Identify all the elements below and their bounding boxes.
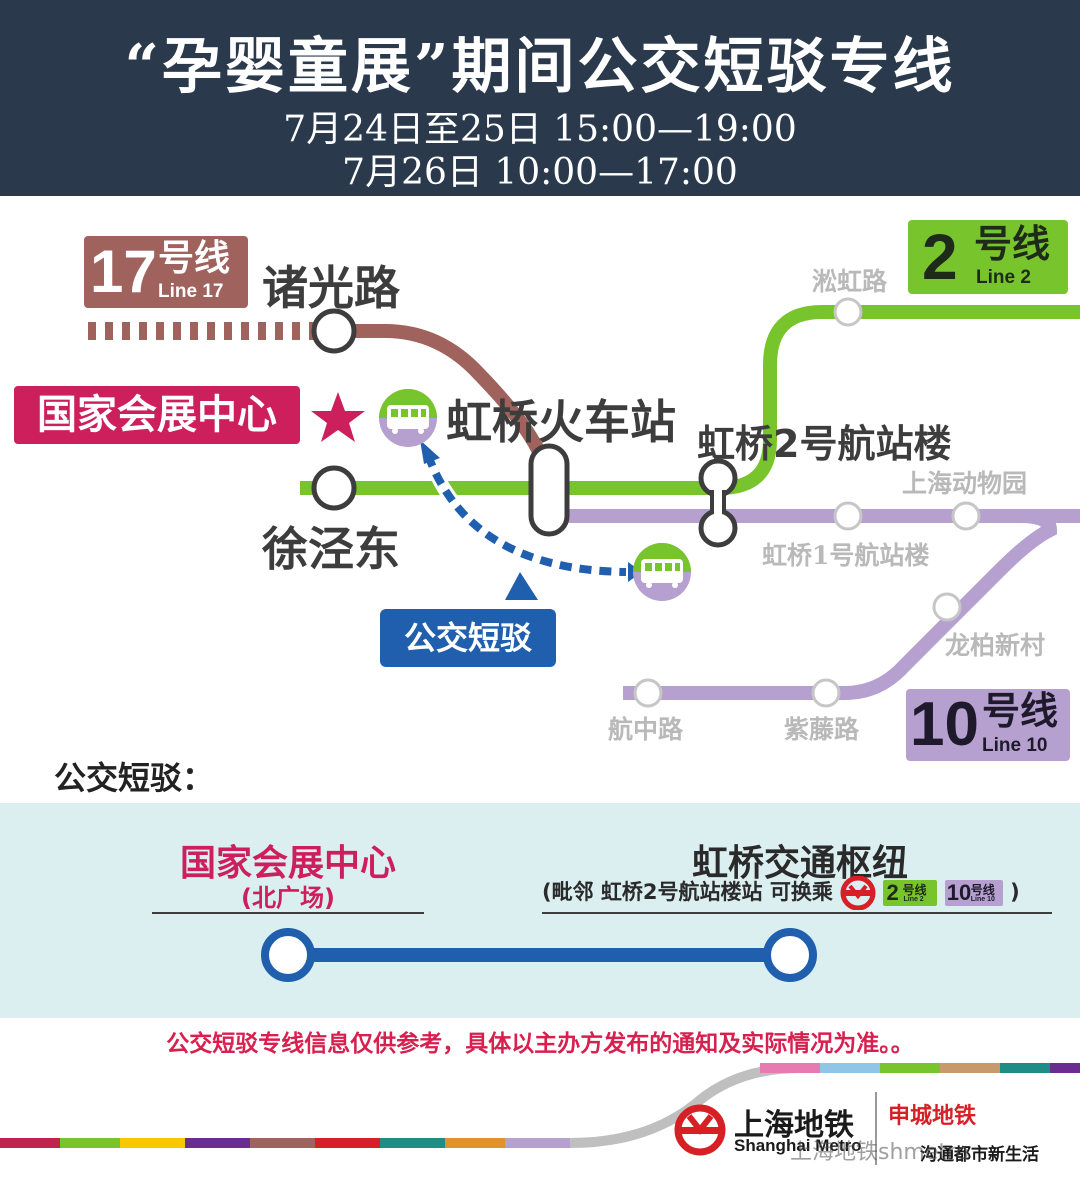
logo-cn: 上海地铁 [734,1108,854,1143]
station-label-hongqiao-railway: 虹桥火车站 [446,395,676,449]
station-marker-songhonglu [833,297,863,327]
station-label-ziteng-lu: 紫藤路 [784,715,860,744]
line10-english: Line 10 [982,735,1048,756]
origin-sub: (北广场) [241,884,335,912]
line10-label: 号线 [982,689,1059,733]
metro-logo-small-icon [840,875,876,911]
station-marker-hangzhonglu [633,678,663,708]
station-marker-ziteng-lu [811,678,841,708]
metro-map [88,297,1080,708]
line2-label: 号线 [974,222,1051,266]
dest-note-close: ) [1010,880,1020,904]
dest-name: 虹桥交通枢纽 [691,843,908,884]
bus-icon-1 [379,389,437,447]
line2-number: 2 [922,221,958,293]
shuttle-route-panel [0,803,1080,1018]
dest-line10-badge: 10 号线 Line 10 [944,880,1003,906]
watermark: 上海地铁shmetro [790,1140,970,1165]
line10-number: 10 [910,690,979,759]
shuttle-callout: 公交短驳 [380,609,556,667]
line17-label: 号线 [158,238,231,279]
dest-line2-badge: 2 号线 Line 2 [883,880,938,906]
station-label-longbaixincun: 龙柏新村 [945,631,1046,660]
dest-underline [542,912,1052,914]
station-label-hongqiao-t2: 虹桥2号航站楼 [697,422,952,466]
line17-badge: 17 号线 Line 17 [84,236,248,308]
date-line-2: 7月26日 10:00—17:00 [342,152,738,193]
shuttle-arrow-path [424,453,627,576]
station-marker-hongqiao-railway [528,443,570,537]
shuttle-route-line [261,928,817,982]
route-stop-origin [261,928,315,982]
station-marker-zhuguanglu [311,308,357,354]
shuttle-callout-pointer [505,572,538,600]
station-marker-shanghai-zoo [951,501,981,531]
header-banner [0,0,1080,196]
shuttle-heading: 公交短驳： [54,759,215,797]
dest-note-text: (毗邻 虹桥2号航站楼站 可换乘 [542,880,833,904]
shuttle-arrowhead-start [420,440,440,464]
slogan-top: 申城地铁 [888,1103,977,1129]
station-label-shanghai-zoo: 上海动物园 [902,469,1028,498]
line2-english: Line 2 [976,267,1031,288]
station-marker-longbaixincun [932,592,962,622]
bus-icon-2 [633,543,691,601]
station-label-songhonglu: 淞虹路 [812,267,888,296]
origin-name: 国家会展中心 [179,843,396,884]
route-stop-dest [763,928,817,982]
date-line-1: 7月24日至25日 15:00—19:00 [283,109,797,150]
footer-stripes [0,1063,1080,1165]
station-label-hongqiao-t1: 虹桥1号航站楼 [762,541,930,570]
page-title: “孕婴童展”期间公交短驳专线 [124,32,956,102]
station-label-hangzhonglu: 航中路 [608,715,684,744]
station-marker-t2-line10 [698,508,738,548]
station-marker-xujingdong [311,465,357,511]
logo-en: Shanghai Metro [734,1136,862,1155]
station-label-zhuguanglu: 诸光路 [262,261,400,315]
nec-star-icon [311,392,365,442]
dest-note: (毗邻 虹桥2号航站楼站 可换乘 2 号线 Line 2 10 号线 Line … [542,875,1052,911]
nec-label: 国家会展中心 [14,386,300,444]
slogan-bottom: 沟通都市新生活 [920,1145,1039,1165]
line10-badge: 10 号线 Line 10 [906,689,1070,761]
station-label-xujingdong: 徐泾东 [262,522,400,576]
line17-number: 17 [90,238,157,305]
station-marker-hongqiao-t1 [833,501,863,531]
disclaimer-notice: 公交短驳专线信息仅供参考，具体以主办方发布的通知及实际情况为准。。 [166,1031,914,1057]
line2-badge: 2 号线 Line 2 [908,220,1068,294]
origin-underline [152,912,424,914]
line17-english: Line 17 [158,281,224,302]
line2-track [300,305,1080,495]
